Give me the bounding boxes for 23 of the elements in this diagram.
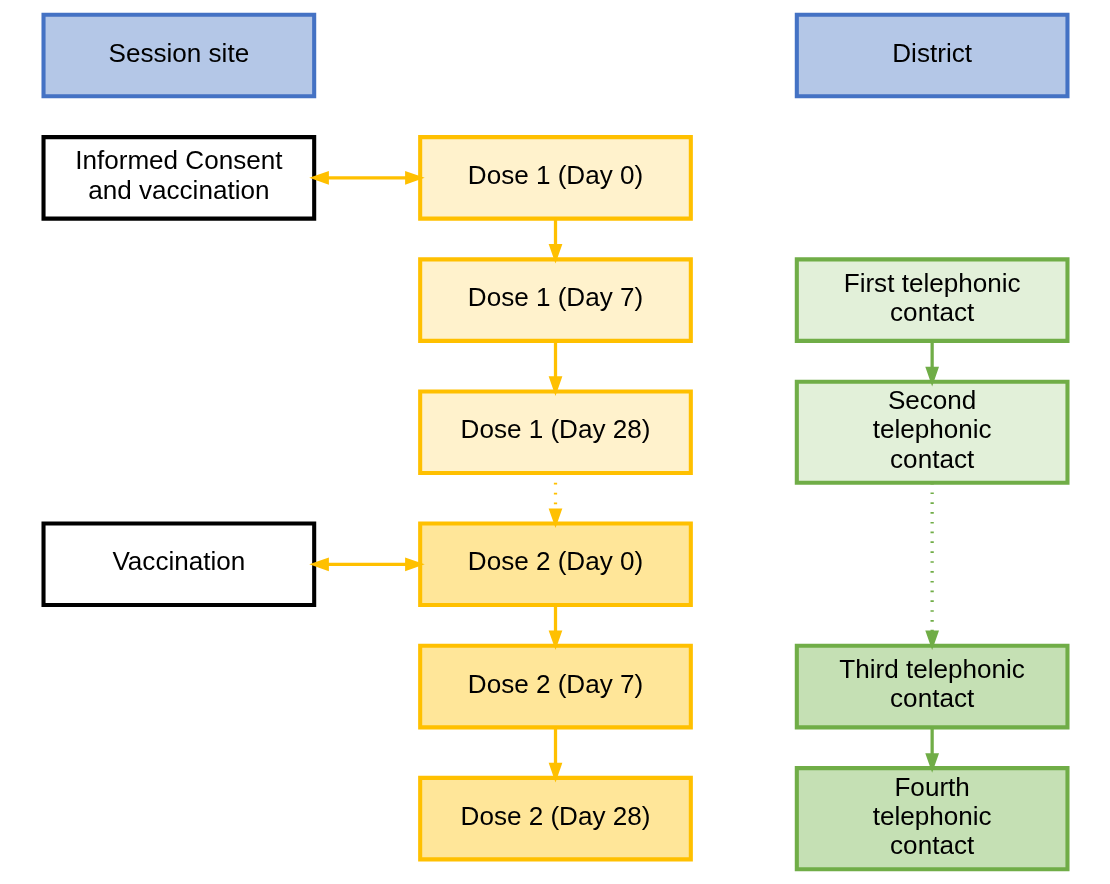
arrow bbox=[548, 727, 562, 783]
node-box: Dose 2 (Day 7) bbox=[417, 643, 693, 730]
arrow bbox=[924, 482, 939, 651]
arrow bbox=[924, 727, 939, 773]
node-box: Informed Consent and vaccination bbox=[41, 135, 316, 221]
arrow bbox=[924, 341, 939, 387]
node-box: Second telephonic contact bbox=[794, 379, 1069, 485]
arrow bbox=[308, 171, 425, 185]
arrow bbox=[308, 557, 425, 572]
node-box: Dose 1 (Day 0) bbox=[417, 135, 693, 221]
node-box: Third telephonic contact bbox=[794, 643, 1069, 730]
node-box: Dose 2 (Day 0) bbox=[417, 521, 693, 608]
arrow bbox=[548, 219, 562, 264]
node-box: Vaccination bbox=[41, 521, 316, 608]
node-box: Session site bbox=[41, 12, 316, 99]
node-box: District bbox=[794, 12, 1069, 99]
node-box: Dose 1 (Day 7) bbox=[417, 257, 693, 343]
arrow bbox=[548, 605, 562, 650]
node-box: Fourth telephonic contact bbox=[794, 766, 1069, 872]
node-box: Dose 2 (Day 28) bbox=[417, 775, 693, 862]
node-box: Dose 1 (Day 28) bbox=[417, 389, 693, 476]
arrow bbox=[548, 341, 562, 396]
node-box: First telephonic contact bbox=[794, 257, 1069, 343]
